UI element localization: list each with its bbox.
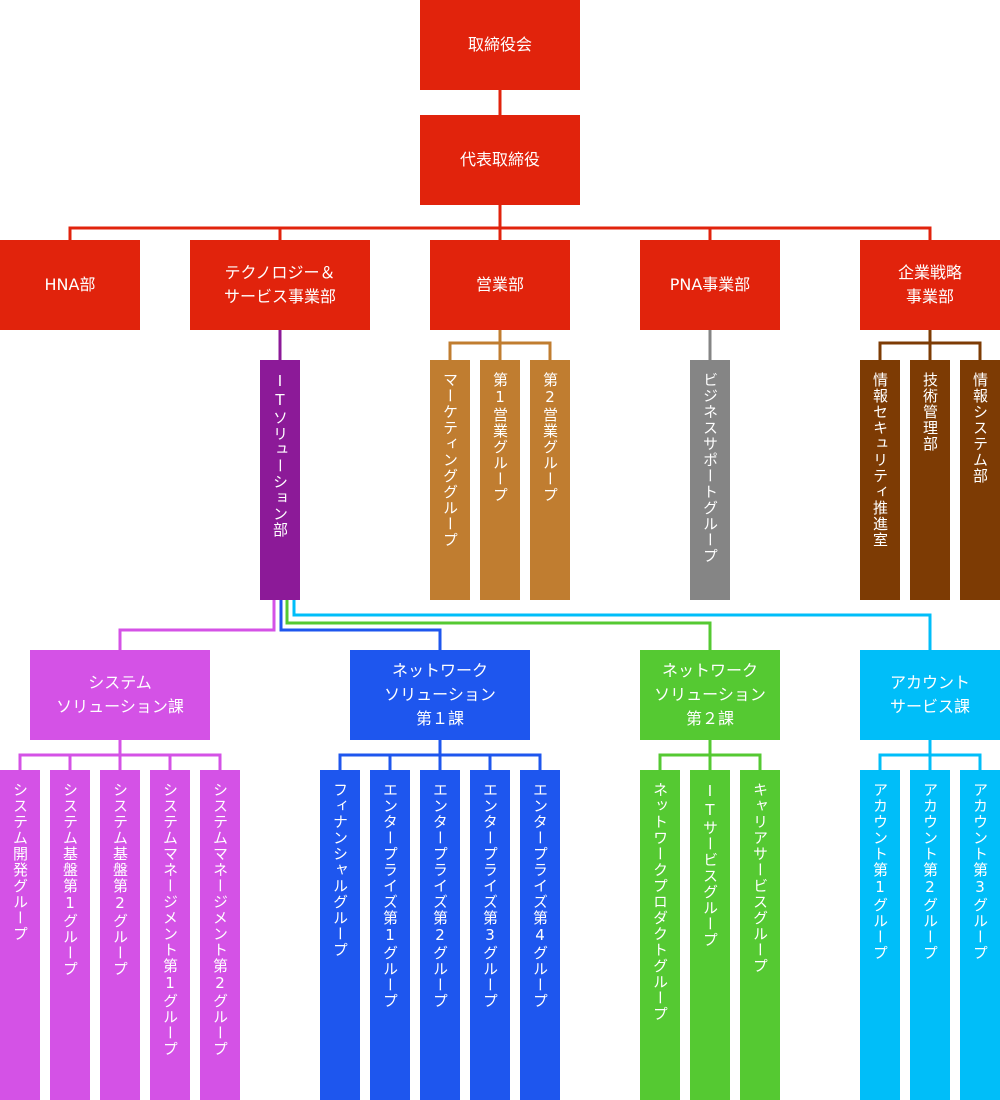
pna-division-box: PNA事業部 [640, 240, 780, 330]
business-support-group-label: ビジネスサポートグループ [701, 372, 719, 564]
sales-group-1-box: 第1営業グループ [480, 360, 520, 600]
group-carrier-service: キャリアサービスグループ [740, 770, 780, 1100]
technology-services-division-box: テクノロジー＆ サービス事業部 [190, 240, 370, 330]
tech-management-dept-box: 技術管理部 [910, 360, 950, 600]
group-label: エンタープライズ第2グループ [431, 782, 449, 1009]
group-account-2: アカウント第2グループ [910, 770, 950, 1100]
connector-it-account [292, 600, 932, 650]
group-label: フィナンシャルグループ [331, 782, 349, 958]
business-support-group-box: ビジネスサポートグループ [690, 360, 730, 600]
connector-it-systems [118, 600, 276, 650]
group-label: アカウント第1グループ [871, 782, 889, 961]
marketing-group-label: マーケティンググループ [441, 372, 459, 548]
group-label: システムマネージメント第1グループ [161, 782, 179, 1057]
info-systems-dept-box: 情報システム部 [960, 360, 1000, 600]
tech-management-dept-label: 技術管理部 [921, 372, 939, 452]
board-of-directors-box: 取締役会 [420, 0, 580, 90]
group-label: エンタープライズ第3グループ [481, 782, 499, 1009]
group-label: ネットワークプロダクトグループ [651, 782, 669, 1022]
network-solutions-section-2-box: ネットワーク ソリューション 第２課 [640, 650, 780, 740]
group-label: キャリアサービスグループ [751, 782, 769, 974]
group-system-management-2: システムマネージメント第2グループ [200, 770, 240, 1100]
group-label: アカウント第2グループ [921, 782, 939, 961]
hna-department-box: HNA部 [0, 240, 140, 330]
group-system-infrastructure-2: システム基盤第2グループ [100, 770, 140, 1100]
group-label: アカウント第3グループ [971, 782, 989, 961]
sales-group-2-label: 第2営業グループ [541, 372, 559, 503]
group-enterprise-3: エンタープライズ第3グループ [470, 770, 510, 1100]
group-system-infrastructure-1: システム基盤第1グループ [50, 770, 90, 1100]
infosec-office-box: 情報セキュリティ推進室 [860, 360, 900, 600]
it-solutions-label: ITソリューション部 [271, 372, 289, 538]
group-label: ITサービスグループ [701, 782, 719, 948]
connector-it-network2 [285, 600, 712, 650]
account-services-section-box: アカウント サービス課 [860, 650, 1000, 740]
group-enterprise-1: エンタープライズ第1グループ [370, 770, 410, 1100]
group-label: システム開発グループ [11, 782, 29, 942]
group-network-product: ネットワークプロダクトグループ [640, 770, 680, 1100]
system-solutions-section-box: システム ソリューション課 [30, 650, 210, 740]
sales-department-box: 営業部 [430, 240, 570, 330]
infosec-office-label: 情報セキュリティ推進室 [871, 372, 889, 548]
group-enterprise-2: エンタープライズ第2グループ [420, 770, 460, 1100]
group-account-3: アカウント第3グループ [960, 770, 1000, 1100]
group-label: エンタープライズ第4グループ [531, 782, 549, 1009]
group-label: エンタープライズ第1グループ [381, 782, 399, 1009]
group-system-management-1: システムマネージメント第1グループ [150, 770, 190, 1100]
group-enterprise-4: エンタープライズ第4グループ [520, 770, 560, 1100]
info-systems-dept-label: 情報システム部 [971, 372, 989, 484]
group-system-development: システム開発グループ [0, 770, 40, 1100]
representative-director-box: 代表取締役 [420, 115, 580, 205]
network-solutions-section-1-box: ネットワーク ソリューション 第１課 [350, 650, 530, 740]
it-solutions-department-box: ITソリューション部 [260, 360, 300, 600]
connector-it-network1 [279, 600, 442, 650]
corporate-strategy-division-box: 企業戦略 事業部 [860, 240, 1000, 330]
group-label: システム基盤第2グループ [111, 782, 129, 977]
group-account-1: アカウント第1グループ [860, 770, 900, 1100]
group-label: システム基盤第1グループ [61, 782, 79, 977]
sales-group-1-label: 第1営業グループ [491, 372, 509, 503]
group-it-service: ITサービスグループ [690, 770, 730, 1100]
sales-group-2-box: 第2営業グループ [530, 360, 570, 600]
group-financial: フィナンシャルグループ [320, 770, 360, 1100]
marketing-group-box: マーケティンググループ [430, 360, 470, 600]
group-label: システムマネージメント第2グループ [211, 782, 229, 1057]
